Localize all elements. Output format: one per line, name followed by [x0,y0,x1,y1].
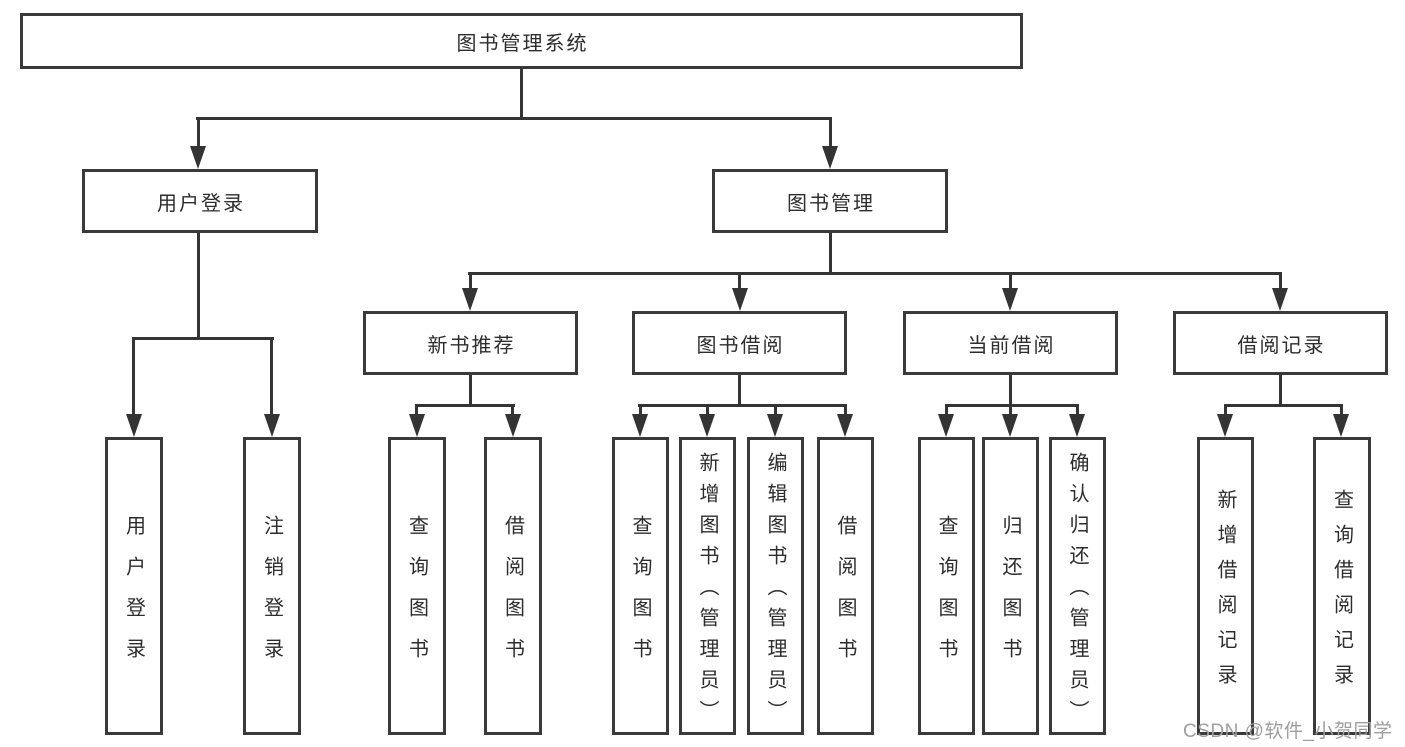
leaf-label: 注销登录 [260,514,283,679]
node-user-login: 用户登录 [82,169,318,233]
leaf-label: 查询借阅记录 [1330,488,1353,699]
connector-vline [1340,406,1343,416]
connector-vline [945,406,948,416]
node-label: 新书推荐 [427,334,516,357]
connector-vline [1224,406,1227,416]
node-book-management: 图书管理 [712,169,948,233]
connector-hline [468,272,1282,275]
connector-vline [706,406,709,416]
leaf-label: 新增图书（管理员） [696,452,718,731]
arrow-down-icon [938,414,954,437]
leaf-label: 用户登录 [122,514,145,679]
node-label: 借阅记录 [1237,334,1326,357]
node-borrowing-records: 借阅记录 [1173,311,1388,375]
arrow-down-icon [699,414,715,437]
connector-vline [469,274,472,290]
connector-hline [945,404,1079,407]
leaf-add-borrowing-record: 新增借阅记录 [1197,437,1254,735]
leaf-label: 查询图书 [935,514,957,679]
connector-hline [132,337,274,340]
leaf-return-books: 归还图书 [982,437,1039,735]
arrow-down-icon [462,288,478,311]
node-label: 图书管理 [787,192,875,215]
arrow-down-icon [264,414,280,437]
arrow-down-icon [190,146,206,169]
arrow-down-icon [409,414,425,437]
node-label: 用户登录 [157,192,245,215]
leaf-label: 新增借阅记录 [1214,488,1236,699]
connector-hline [1224,404,1343,407]
leaf-label: 查询图书 [629,514,651,679]
connector-vline [132,339,135,416]
arrow-down-icon [1002,414,1018,437]
arrow-down-icon [1069,414,1085,437]
connector-vline [1009,375,1012,406]
connector-vline [1009,406,1012,416]
leaf-query-books-borrowing: 查询图书 [612,437,669,735]
connector-hline [196,117,832,120]
arrow-down-icon [1333,414,1349,437]
leaf-borrow-books-recommend: 借阅图书 [484,437,542,735]
connector-vline [738,274,741,290]
connector-vline [774,406,777,416]
leaf-query-books-current: 查询图书 [918,437,975,735]
arrow-down-icon [837,414,853,437]
leaf-user-login: 用户登录 [105,437,163,735]
connector-vline [1279,375,1282,406]
leaf-label: 借阅图书 [501,514,524,679]
connector-vline [738,375,741,406]
leaf-label: 编辑图书（管理员） [764,452,786,731]
arrow-down-icon [732,288,748,311]
leaf-label: 借阅图书 [834,514,856,679]
connector-vline [1076,406,1079,416]
node-new-book-recommendation: 新书推荐 [363,311,578,375]
connector-vline [197,233,200,339]
connector-hline [415,404,515,407]
connector-vline [844,406,847,416]
connector-vline [520,68,523,118]
connector-vline [1009,274,1012,290]
arrow-down-icon [126,414,142,437]
arrow-down-icon [632,414,648,437]
leaf-label: 确认归还（管理员） [1066,452,1088,731]
leaf-label: 查询图书 [405,514,428,679]
connector-vline [469,375,472,406]
connector-vline [829,233,832,274]
leaf-query-books-recommend: 查询图书 [388,437,446,735]
connector-vline [415,406,418,416]
leaf-logout: 注销登录 [243,437,301,735]
node-label: 图书借阅 [696,334,785,357]
connector-vline [639,406,642,416]
connector-vline [1279,274,1282,290]
connector-vline [197,119,200,147]
connector-hline [638,404,847,407]
node-book-borrowing: 图书借阅 [632,311,847,375]
leaf-borrow-books-borrowing: 借阅图书 [817,437,874,735]
connector-vline [829,119,832,147]
leaf-query-borrowing-record: 查询借阅记录 [1313,437,1371,735]
node-label: 图书管理系统 [456,32,589,55]
arrow-down-icon [1217,414,1233,437]
arrow-down-icon [822,146,838,169]
arrow-down-icon [1272,288,1288,311]
leaf-label: 归还图书 [999,514,1021,679]
node-library-management-system: 图书管理系统 [20,13,1023,69]
leaf-add-book-admin: 新增图书（管理员） [679,437,736,735]
connector-vline [511,406,514,416]
arrow-down-icon [1002,288,1018,311]
leaf-edit-book-admin: 编辑图书（管理员） [747,437,804,735]
leaf-confirm-return-admin: 确认归还（管理员） [1049,437,1106,735]
csdn-watermark: CSDN @软件_小贺同学 [1183,721,1393,742]
node-current-borrowing: 当前借阅 [903,311,1118,375]
arrow-down-icon [767,414,783,437]
arrow-down-icon [505,414,521,437]
node-label: 当前借阅 [967,334,1056,357]
connector-vline [270,339,273,416]
